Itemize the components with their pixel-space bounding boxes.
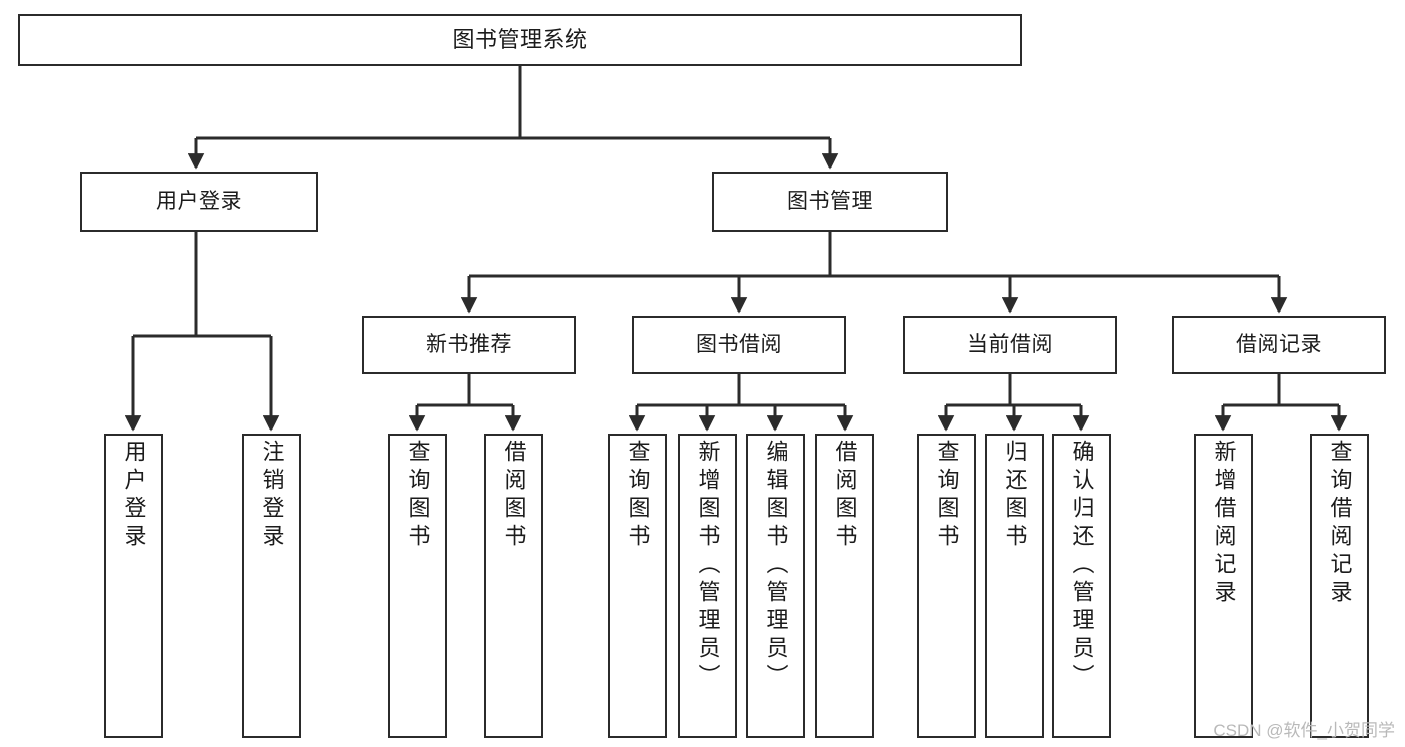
node-new-book-rec-label: 新书推荐: [426, 332, 512, 356]
node-book-borrow-label: 图书借阅: [696, 332, 782, 356]
node-new-book-rec[interactable]: 新书推荐: [362, 316, 576, 374]
node-leaf-user-login[interactable]: 用户登录: [104, 434, 163, 738]
csdn-watermark: CSDN @软件_小贺同学: [1213, 721, 1395, 740]
node-leaf-add-record[interactable]: 新增借阅记录: [1194, 434, 1253, 738]
node-borrow-record-label: 借阅记录: [1236, 332, 1322, 356]
node-leaf-logout[interactable]: 注销登录: [242, 434, 301, 738]
node-leaf-add-book-label: 新增图书（管理员）: [695, 440, 721, 692]
node-current-borrow[interactable]: 当前借阅: [903, 316, 1117, 374]
node-book-manage[interactable]: 图书管理: [712, 172, 948, 232]
node-leaf-user-login-label: 用户登录: [121, 440, 147, 552]
node-leaf-borrow-book-rec[interactable]: 借阅图书: [484, 434, 543, 738]
node-root-label: 图书管理系统: [452, 27, 588, 53]
node-leaf-query-record-label: 查询借阅记录: [1327, 440, 1353, 608]
node-leaf-borrow-book-rec-label: 借阅图书: [501, 440, 527, 552]
node-leaf-query-book-cur-label: 查询图书: [934, 440, 960, 552]
node-leaf-query-book-rec[interactable]: 查询图书: [388, 434, 447, 738]
node-leaf-query-book-label: 查询图书: [625, 440, 651, 552]
node-leaf-query-record[interactable]: 查询借阅记录: [1310, 434, 1369, 738]
node-leaf-add-record-label: 新增借阅记录: [1211, 440, 1237, 608]
node-root[interactable]: 图书管理系统: [18, 14, 1022, 66]
node-user-login-label: 用户登录: [156, 189, 242, 213]
node-leaf-borrow-book-label: 借阅图书: [832, 440, 858, 552]
node-leaf-edit-book-label: 编辑图书（管理员）: [763, 440, 789, 692]
node-borrow-record[interactable]: 借阅记录: [1172, 316, 1386, 374]
node-leaf-logout-label: 注销登录: [259, 440, 285, 552]
node-book-borrow[interactable]: 图书借阅: [632, 316, 846, 374]
node-leaf-confirm-return[interactable]: 确认归还（管理员）: [1052, 434, 1111, 738]
node-leaf-query-book[interactable]: 查询图书: [608, 434, 667, 738]
node-leaf-query-book-rec-label: 查询图书: [405, 440, 431, 552]
node-leaf-add-book[interactable]: 新增图书（管理员）: [678, 434, 737, 738]
node-leaf-query-book-cur[interactable]: 查询图书: [917, 434, 976, 738]
node-current-borrow-label: 当前借阅: [967, 332, 1053, 356]
node-leaf-confirm-return-label: 确认归还（管理员）: [1069, 440, 1095, 692]
node-leaf-edit-book[interactable]: 编辑图书（管理员）: [746, 434, 805, 738]
node-leaf-return-book[interactable]: 归还图书: [985, 434, 1044, 738]
node-user-login[interactable]: 用户登录: [80, 172, 318, 232]
node-leaf-borrow-book[interactable]: 借阅图书: [815, 434, 874, 738]
node-book-manage-label: 图书管理: [787, 189, 873, 213]
node-leaf-return-book-label: 归还图书: [1002, 440, 1028, 552]
